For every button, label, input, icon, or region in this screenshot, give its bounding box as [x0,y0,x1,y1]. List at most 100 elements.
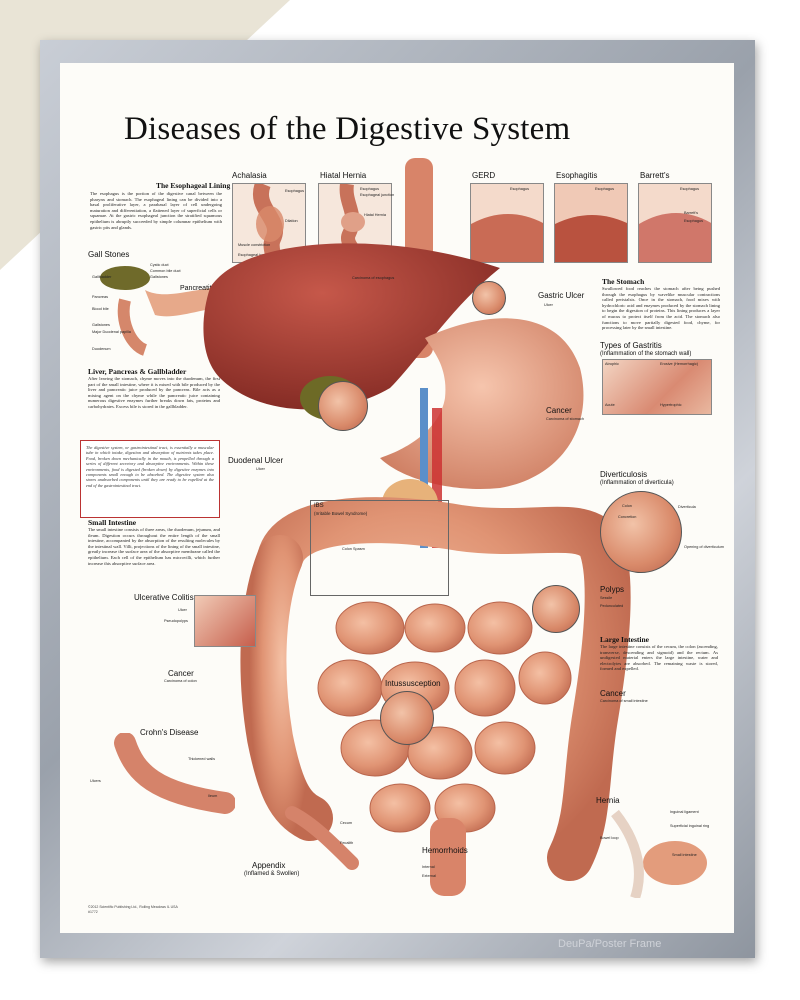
crohns-illustration [114,733,235,814]
stomach-text: Swallowed food reaches the stomach after… [602,286,720,331]
colon-cancer-heading: Cancer [168,669,194,678]
esophagitis-label: Esophagus [595,187,614,191]
gastritis-subheading: (Inflammation of the stomach wall) [600,351,692,357]
copyright-line-2: #1772 [88,909,98,914]
crohns-ulcers: Ulcers [90,779,101,783]
gastritis-erosive: Erosive (Hemorrhagic) [660,362,698,366]
achalasia-label-4: Esophageal junction [238,253,273,257]
si-carcinoma-label: Carcinoma of small intestine [600,699,648,703]
gall-label-gallstones-2: Gallstones [92,323,110,327]
gerd-label: Esophagus [510,187,529,191]
gall-label-gallbladder: Gallbladder [92,275,112,279]
hiatal-label-3: Hiatal Hernia [364,213,386,217]
si-cancer-label: Cancer [600,689,626,698]
gall-stones-heading: Gall Stones [88,250,130,259]
frame-watermark: DeuPa/Poster Frame [558,938,662,950]
barretts-illustration [639,184,711,262]
gerd-panel [470,183,544,263]
appendix-illustration [285,806,359,870]
diverticulosis-circle [600,491,682,573]
digestive-system-illustration [203,158,631,896]
duodenal-ulcer-circle [318,381,368,431]
small-intestine-heading: Small Intestine [88,518,137,527]
crohns-heading: Crohn's Disease [140,728,199,737]
esophageal-lining-text: The esophagus is the portion of the dige… [90,191,222,230]
uc-label-ulcer: Ulcer [178,608,187,612]
stomach-cancer-label: Cancer [546,406,572,415]
barretts-title: Barrett's [640,171,670,180]
diverticulosis-subheading: (Inflammation of diverticula) [600,480,674,486]
gastric-ulcer-circle [472,281,506,315]
hiatal-label-2: Esophageal junction [360,193,395,197]
ulcerative-colitis-heading: Ulcerative Colitis [134,593,194,602]
appendix-cecum: Cecum [340,821,353,825]
intussusception-circle [380,691,434,745]
stomach-heading: The Stomach [602,277,645,286]
gastric-ulcer-label: Gastric Ulcer [538,291,585,300]
ibs-sublabel: (Irritable Bowel Syndrome) [314,511,368,516]
small-intestine-text: The small intestine consists of three ar… [88,527,220,566]
esophagitis-panel [554,183,628,263]
large-intestine-heading: Large Intestine [600,635,649,644]
polyps-heading: Polyps [600,585,625,594]
hemorrhoids-external: External [422,874,436,878]
div-label-opening: Opening of diverticulum [684,545,724,549]
hernia-small-intestine: Small intestine [672,853,697,857]
gall-label-duodenum: Duodenum [92,347,111,351]
esophageal-lining-heading: The Esophageal Lining [156,181,231,190]
gall-label-gallstones: Gallstones [150,275,168,279]
barretts-label-1: Esophagus [680,187,699,191]
esophagitis-title: Esophagitis [556,171,598,180]
hemorrhoids-internal: Internal [422,865,435,869]
crohns-ileum: Ileum [208,794,218,798]
duodenal-ulcer-sublabel: Ulcer [256,467,265,471]
crohns-thickened: Thickened walls [188,757,216,761]
gall-label-bile-duct: Common bile duct [150,269,181,273]
appendix-subheading: (Inflamed & Swollen) [244,871,300,877]
achalasia-label-3: Muscle constriction [238,243,271,247]
appendix-fecalith: Fecalith [340,841,354,845]
div-label-concretion: Concretion [618,515,637,519]
uc-label-pseudopolyps: Pseudopolyps [164,619,188,623]
gerd-title: GERD [472,171,496,180]
achalasia-label-2: Dilation [285,219,298,223]
large-intestine-text: The large intestine consists of the cecu… [600,644,718,672]
gastritis-acute: Acute [605,403,615,407]
colon-carcinoma-label: Carcinoma of colon [164,679,197,683]
hernia-heading: Hernia [596,796,620,805]
poster-title: Diseases of the Digestive System [124,111,571,147]
copyright-line-1: ©2012 Scientific Publishing Ltd., Rollin… [88,905,178,909]
ulcerative-colitis-panel [194,595,256,647]
gall-label-papilla: Major Duodenal papilla [92,330,131,334]
intussusception-label: Intussusception [385,679,441,688]
hernia-superficial-ring: Superficial inguinal ring [670,824,710,828]
liver-heading: Liver, Pancreas & Gallbladder [88,367,187,376]
barretts-panel [638,183,712,263]
gall-label-cystic: Cystic duct [150,263,169,267]
div-label-diverticula: Diverticula [678,505,696,509]
colon-spasm-label: Colon Spasm [342,547,365,551]
intro-note: The digestive system, or gastrointestina… [80,440,220,518]
stomach-carcinoma-label: Carcinoma of stomach [546,417,584,421]
barretts-label-2: Barrett's [684,211,699,215]
polyps-pedunculated: Pedunculated [600,604,624,608]
appendix-heading: Appendix [252,861,286,870]
ibs-box [310,500,449,596]
duodenal-ulcer-label: Duodenal Ulcer [228,456,284,465]
gerd-illustration [471,184,543,262]
carcinoma-esophagus-label: Carcinoma of esophagus [352,276,395,280]
gastritis-heading: Types of Gastritis [600,341,662,350]
hiatal-hernia-title: Hiatal Hernia [320,171,367,180]
gastritis-atrophic: Atrophic [605,362,619,366]
achalasia-title: Achalasia [232,171,267,180]
achalasia-label-1: Esophagus [285,189,304,193]
esophagitis-illustration [555,184,627,262]
polyps-circle [532,585,580,633]
gall-label-pancreas: Pancreas [92,295,109,299]
div-label-colon: Colon [622,504,632,508]
ibs-label: IBS [314,503,324,509]
hernia-inguinal-ligament: Inguinal ligament [670,810,699,814]
gastritis-hypertrophic: Hypertrophic [660,403,682,407]
gall-label-blood: Blood bile [92,307,109,311]
copyright: ©2012 Scientific Publishing Ltd., Rollin… [88,905,178,914]
